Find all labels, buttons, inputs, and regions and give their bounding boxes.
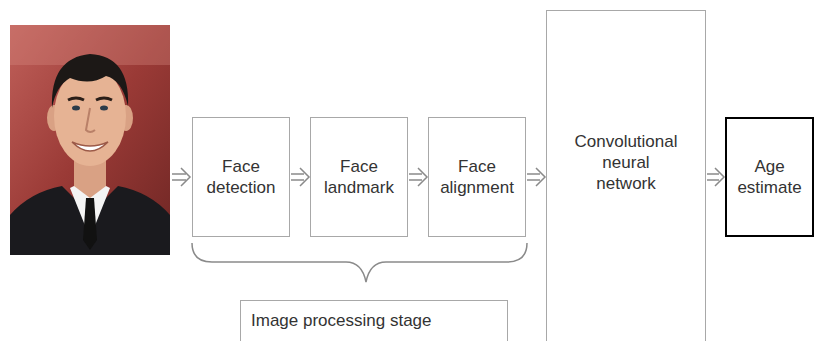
process-box: Face detection bbox=[192, 117, 290, 237]
flow-arrow bbox=[527, 168, 545, 186]
box-label: Face alignment bbox=[440, 156, 514, 198]
network-box: Convolutional neural network bbox=[546, 10, 706, 341]
flow-arrow bbox=[707, 168, 724, 186]
output-box: Age estimate bbox=[725, 117, 814, 237]
process-box: Face alignment bbox=[428, 117, 526, 237]
process-box: Face landmark bbox=[310, 117, 408, 237]
box-label: Face landmark bbox=[324, 156, 394, 198]
grouping-brace bbox=[192, 243, 527, 282]
box-label: Face detection bbox=[207, 156, 276, 198]
input-arrow bbox=[172, 168, 190, 186]
box-label: Image processing stage bbox=[251, 310, 432, 331]
box-label: Age estimate bbox=[737, 156, 801, 198]
box-label: Convolutional neural network bbox=[574, 131, 677, 194]
flow-arrow bbox=[291, 168, 309, 186]
flow-arrow bbox=[409, 168, 427, 186]
stage-label-box: Image processing stage bbox=[240, 300, 508, 341]
portrait-photo bbox=[10, 25, 170, 255]
